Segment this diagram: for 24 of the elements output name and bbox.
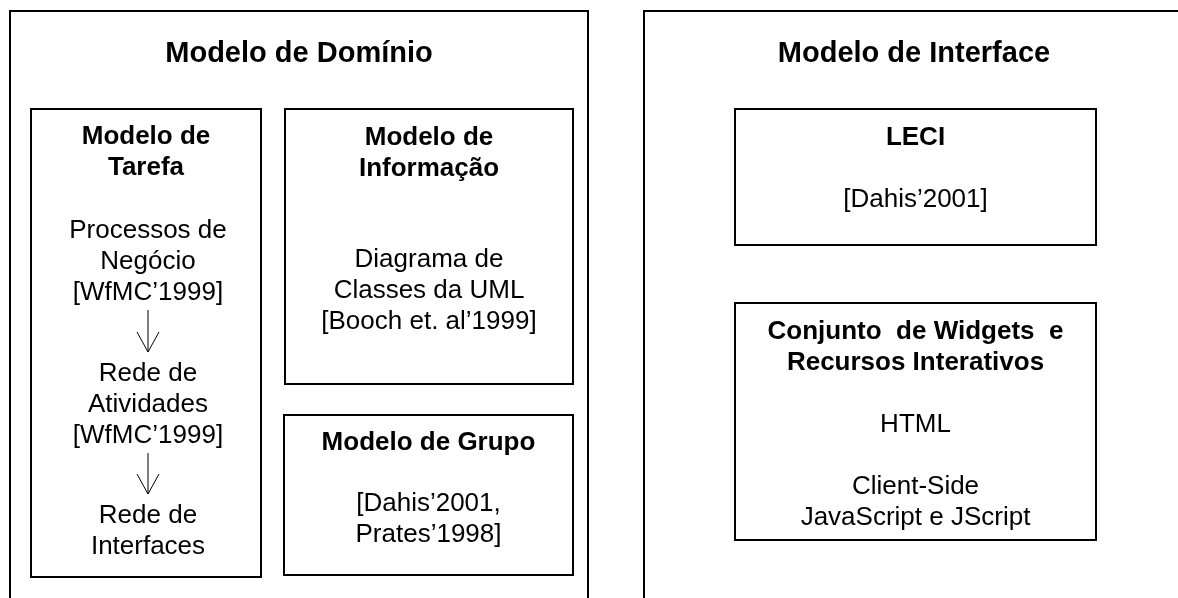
box-title: Modelo de Grupo [320,426,537,457]
model-box [284,108,574,385]
box-title: Modelo de Interface [776,35,1052,69]
arrow [136,309,160,353]
box-title: Modelo de Domínio [164,35,434,69]
box-text: [Dahis’2001] [842,183,989,214]
box-text: [Dahis’2001, Prates’1998] [354,487,503,549]
node-text: Rede de Interfaces [89,499,207,561]
box-title: LECI [884,121,947,152]
model-box [283,414,574,576]
arrow [136,452,160,495]
group-panel [9,10,589,598]
model-box [734,108,1097,246]
box-text: HTML [879,408,952,439]
box-title: Conjunto de Widgets e Recursos Interativos [766,315,1065,377]
node-text: Rede de Atividades [WfMC’1999] [71,357,225,450]
box-title: Modelo de Tarefa [80,120,212,182]
box-text: Diagrama de Classes da UML [Booch et. al’1999] [320,243,538,336]
box-title: Modelo de Informação [357,121,501,183]
model-box [30,108,262,578]
node-text: Processos de Negócio [WfMC’1999] [68,214,228,307]
group-panel [643,10,1178,598]
model-box [734,302,1097,541]
box-text: Client-Side JavaScript e JScript [799,470,1032,532]
